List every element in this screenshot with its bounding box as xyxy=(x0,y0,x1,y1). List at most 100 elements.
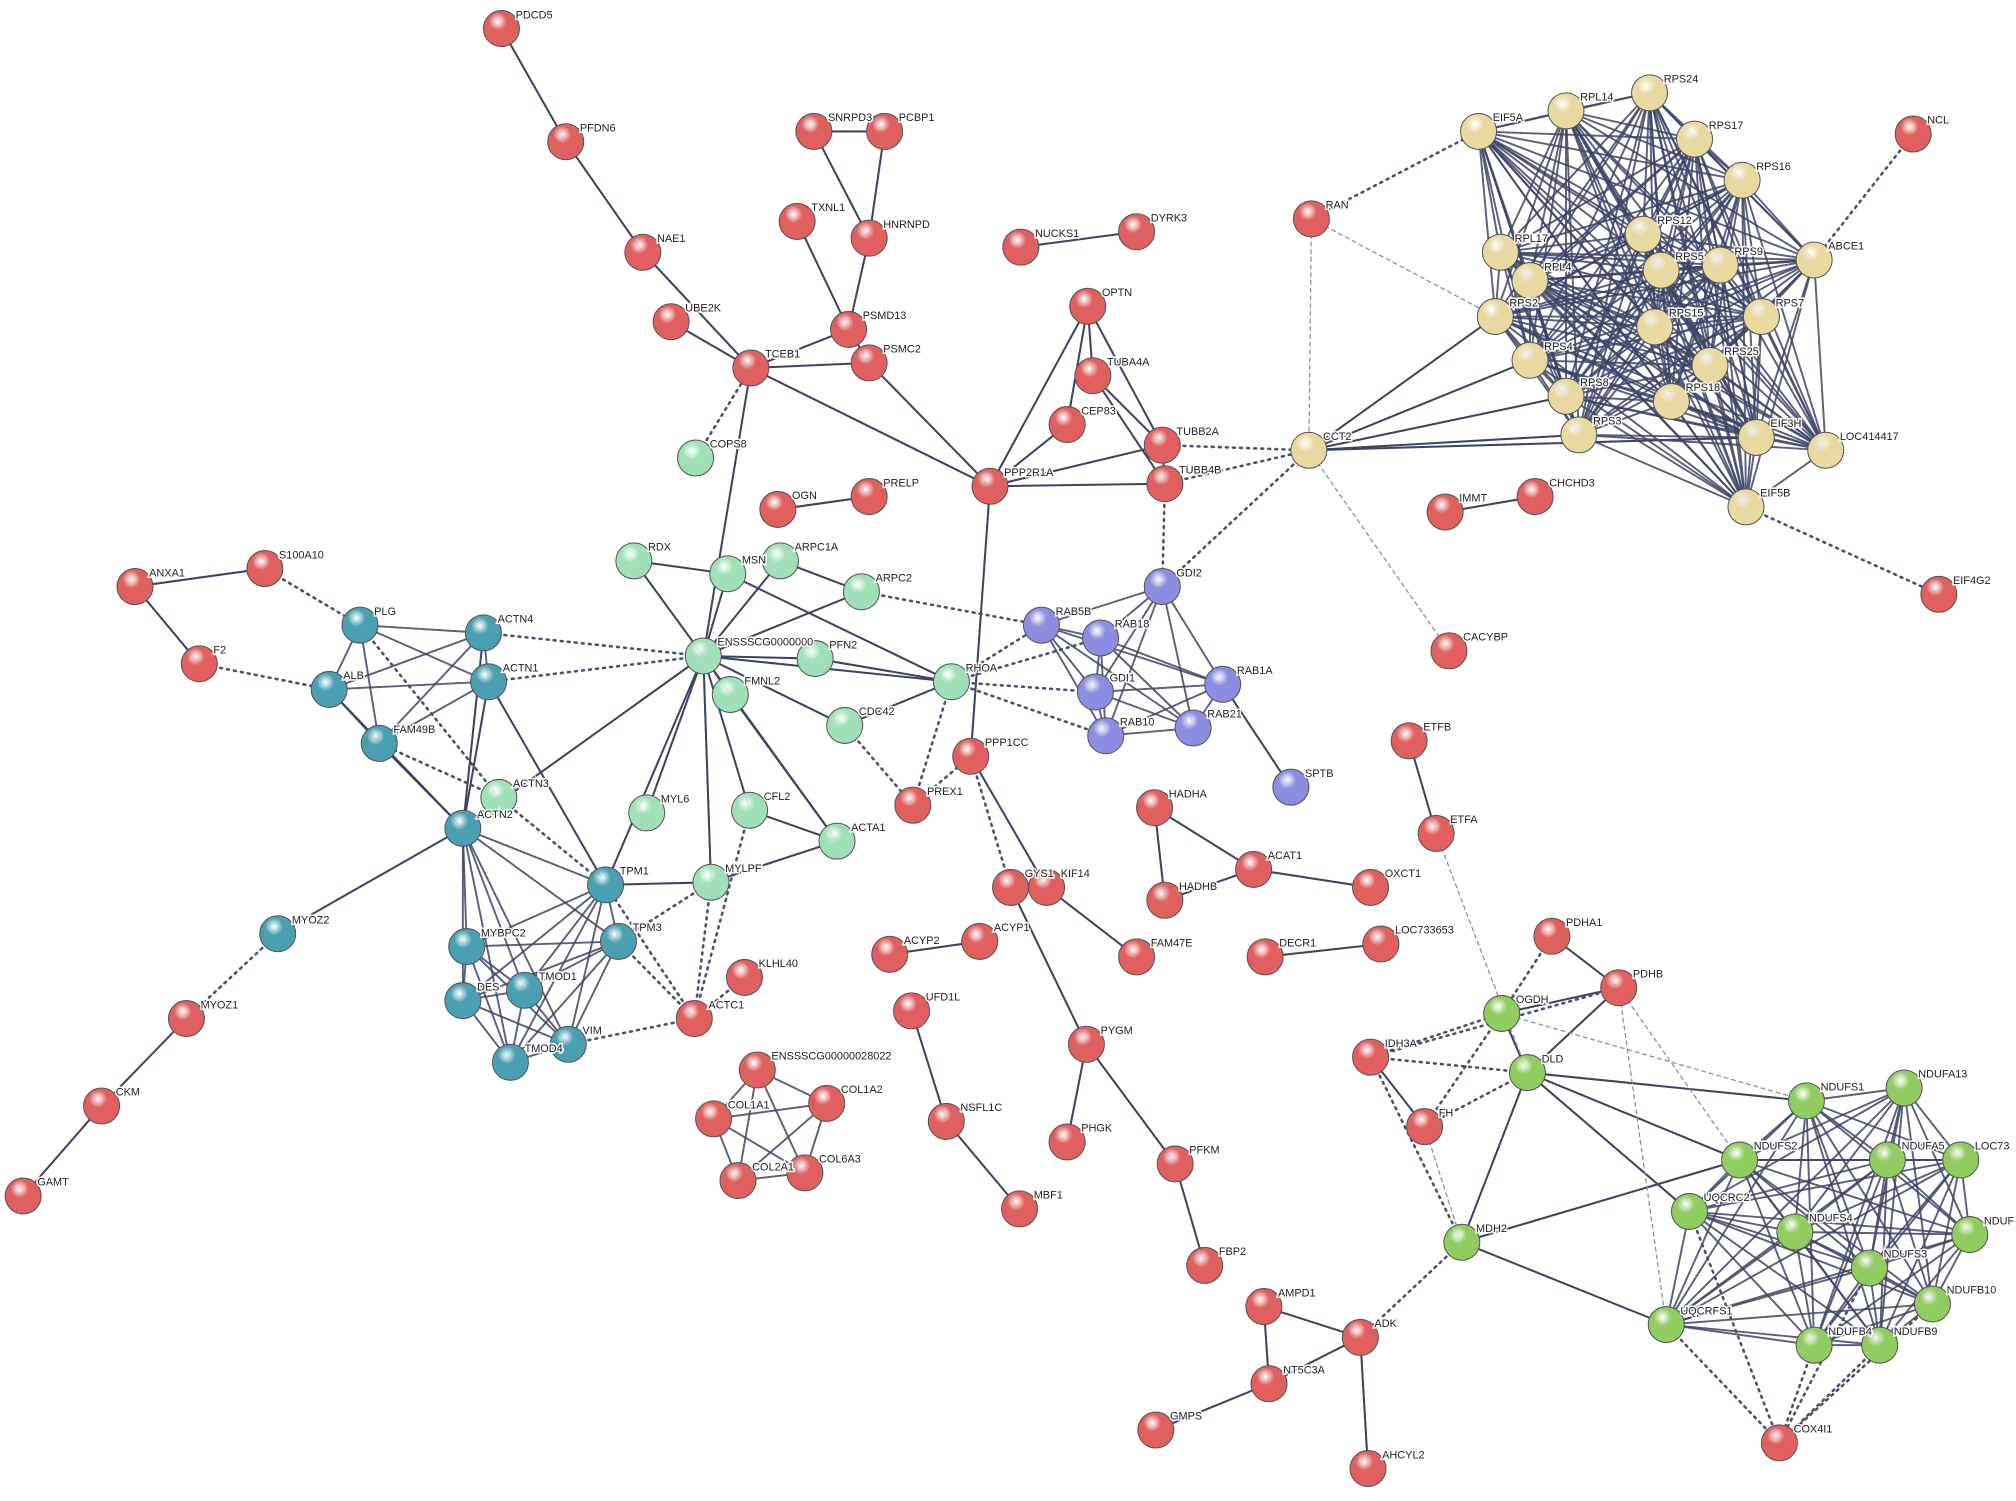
predicted-interaction-edge[interactable] xyxy=(378,742,501,799)
protein-node-circle[interactable] xyxy=(1481,233,1519,271)
protein-node-circle[interactable] xyxy=(1390,722,1428,760)
protein-node-circle[interactable] xyxy=(1723,161,1761,199)
protein-node-circle[interactable] xyxy=(628,794,666,832)
interaction-edge[interactable] xyxy=(1264,942,1382,958)
interaction-edge[interactable] xyxy=(1477,130,1497,318)
interaction-edge[interactable] xyxy=(1665,1159,1741,1326)
interaction-edge[interactable] xyxy=(1221,683,1292,789)
protein-node-circle[interactable] xyxy=(850,478,888,516)
predicted-interaction-edge[interactable] xyxy=(1665,1323,1781,1445)
interaction-edge[interactable] xyxy=(1529,91,1651,282)
interaction-edge[interactable] xyxy=(1642,179,1744,236)
interaction-edge[interactable] xyxy=(465,883,607,948)
predicted-interaction-edge[interactable] xyxy=(1778,1343,1881,1445)
interaction-edge[interactable] xyxy=(969,485,992,758)
interaction-edge[interactable] xyxy=(1529,279,1711,367)
interaction-edge[interactable] xyxy=(1577,433,1758,439)
protein-node-circle[interactable] xyxy=(731,791,769,829)
predicted-interaction-edge[interactable] xyxy=(198,662,331,691)
interaction-edge[interactable] xyxy=(1460,1241,1668,1326)
interaction-edge[interactable] xyxy=(1805,1099,1881,1347)
protein-node-circle[interactable] xyxy=(692,863,730,901)
interaction-edge[interactable] xyxy=(1565,395,1827,452)
interaction-edge[interactable] xyxy=(1878,1159,1962,1347)
interaction-edge[interactable] xyxy=(461,827,607,886)
interaction-edge[interactable] xyxy=(1494,269,1663,318)
protein-node-circle[interactable] xyxy=(1146,881,1184,919)
protein-node-circle[interactable] xyxy=(796,640,834,678)
interaction-edge[interactable] xyxy=(737,1069,759,1182)
protein-node-circle[interactable] xyxy=(1807,431,1845,469)
predicted-interaction-edge[interactable] xyxy=(185,932,279,1020)
interaction-edge[interactable] xyxy=(945,1120,1021,1210)
interaction-edge[interactable] xyxy=(749,366,992,488)
interaction-edge[interactable] xyxy=(1577,269,1663,436)
protein-node-circle[interactable] xyxy=(1676,120,1714,158)
protein-node-circle[interactable] xyxy=(246,550,284,588)
protein-node-circle[interactable] xyxy=(971,467,1009,505)
protein-node-circle[interactable] xyxy=(1137,1411,1175,1449)
protein-node-circle[interactable] xyxy=(1547,377,1585,415)
predicted-interaction-edge[interactable] xyxy=(950,636,1102,683)
interaction-edge[interactable] xyxy=(1660,269,1827,452)
interaction-edge[interactable] xyxy=(1653,259,1816,328)
interaction-edge[interactable] xyxy=(1745,315,1763,508)
interaction-edge[interactable] xyxy=(1665,1303,1934,1326)
interaction-edge[interactable] xyxy=(1307,315,1497,452)
protein-node-circle[interactable] xyxy=(1942,1141,1980,1179)
protein-node-circle[interactable] xyxy=(1143,568,1181,606)
interaction-edge[interactable] xyxy=(487,680,607,886)
protein-node-circle[interactable] xyxy=(1136,789,1174,827)
interaction-edge[interactable] xyxy=(702,654,751,812)
protein-node-circle[interactable] xyxy=(1174,709,1212,747)
protein-node-circle[interactable] xyxy=(1652,382,1690,420)
interaction-edge[interactable] xyxy=(1526,1071,1691,1213)
interaction-edge[interactable] xyxy=(1688,1159,1962,1213)
interaction-edge[interactable] xyxy=(567,883,607,1046)
protein-node-circle[interactable] xyxy=(599,922,637,960)
protein-node-circle[interactable] xyxy=(1476,298,1514,336)
protein-node-circle[interactable] xyxy=(1076,673,1114,711)
interaction-edge[interactable] xyxy=(1738,1159,1871,1269)
protein-node-circle[interactable] xyxy=(866,112,904,150)
protein-node-circle[interactable] xyxy=(927,1102,965,1140)
interaction-edge[interactable] xyxy=(1577,325,1656,436)
protein-node-circle[interactable] xyxy=(677,439,715,477)
interaction-edge[interactable] xyxy=(726,572,953,683)
protein-node-circle[interactable] xyxy=(695,1100,733,1138)
protein-node-circle[interactable] xyxy=(1430,632,1468,670)
protein-node-circle[interactable] xyxy=(842,573,880,611)
interaction-edge[interactable] xyxy=(1738,1087,1906,1161)
protein-node-circle[interactable] xyxy=(725,958,763,996)
protein-node-circle[interactable] xyxy=(480,778,518,816)
interaction-edge[interactable] xyxy=(1878,1087,1906,1347)
protein-node-circle[interactable] xyxy=(1426,493,1464,531)
interaction-edge[interactable] xyxy=(1793,1159,1962,1233)
interaction-edge[interactable] xyxy=(1670,264,1722,403)
interaction-edge[interactable] xyxy=(702,654,713,884)
interaction-edge[interactable] xyxy=(702,654,817,660)
predicted-interaction-edge[interactable] xyxy=(950,680,1107,737)
protein-node-circle[interactable] xyxy=(1624,215,1662,253)
interaction-edge[interactable] xyxy=(729,693,839,843)
interaction-edge[interactable] xyxy=(1526,1071,1741,1162)
interaction-edge[interactable] xyxy=(1529,179,1744,362)
protein-node-circle[interactable] xyxy=(1920,575,1958,613)
interaction-edge[interactable] xyxy=(1359,1336,1370,1470)
interaction-edge[interactable] xyxy=(1477,130,1722,267)
interaction-edge[interactable] xyxy=(1494,259,1816,318)
protein-node-circle[interactable] xyxy=(1460,112,1498,150)
predicted-interaction-edge[interactable] xyxy=(1161,443,1311,452)
protein-node-circle[interactable] xyxy=(1048,1123,1086,1161)
protein-node-circle[interactable] xyxy=(761,542,799,580)
interaction-edge[interactable] xyxy=(1903,1087,1971,1236)
interaction-edge[interactable] xyxy=(1741,179,1747,508)
protein-node-circle[interactable] xyxy=(932,663,970,701)
protein-node-circle[interactable] xyxy=(1352,868,1390,906)
protein-node-circle[interactable] xyxy=(850,344,888,382)
predicted-interaction-edge[interactable] xyxy=(1369,1055,1464,1244)
protein-node-circle[interactable] xyxy=(1516,478,1554,516)
interaction-edge[interactable] xyxy=(1460,1071,1529,1244)
predicted-interaction-edge[interactable] xyxy=(1310,218,1496,318)
interaction-edge[interactable] xyxy=(1529,325,1656,362)
